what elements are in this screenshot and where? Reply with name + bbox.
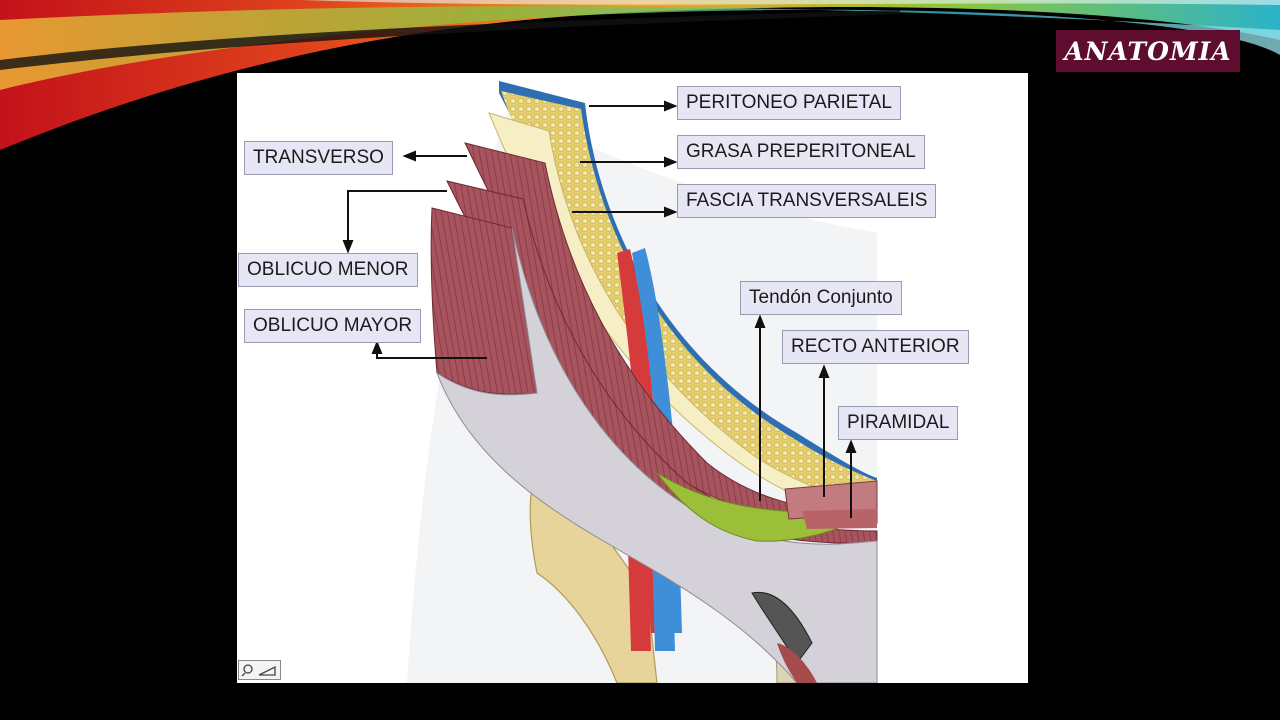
external-oblique-aponeurosis [435,227,878,683]
decorative-swoosh [0,0,1280,150]
preperitoneal-fat-layer [501,91,877,513]
label-oblicuo-menor: OBLICUO MENOR [238,253,418,287]
spermatic-cord [751,591,813,664]
edit-tools-icon[interactable] [238,660,281,680]
label-grasa-preperitoneal: GRASA PREPERITONEAL [677,135,925,169]
abdominal-wall-illustration [342,81,878,683]
label-piramidal: PIRAMIDAL [838,406,959,440]
label-tendon-conjunto: Tendón Conjunto [740,281,902,315]
label-oblicuo-mayor: OBLICUO MAYOR [244,309,422,343]
section-badge: ANATOMIA [1056,30,1240,72]
label-recto-anterior: RECTO ANTERIOR [782,330,969,364]
anatomy-slide: PERITONEO PARIETAL GRASA PREPERITONEAL F… [237,73,1028,683]
pyramidalis-muscle [802,509,877,529]
label-peritoneo-parietal: PERITONEO PARIETAL [677,86,901,120]
leader-lines [342,100,857,518]
label-transverso: TRANSVERSO [244,141,393,175]
label-fascia-transversaleis: FASCIA TRANSVERSALEIS [677,184,937,218]
